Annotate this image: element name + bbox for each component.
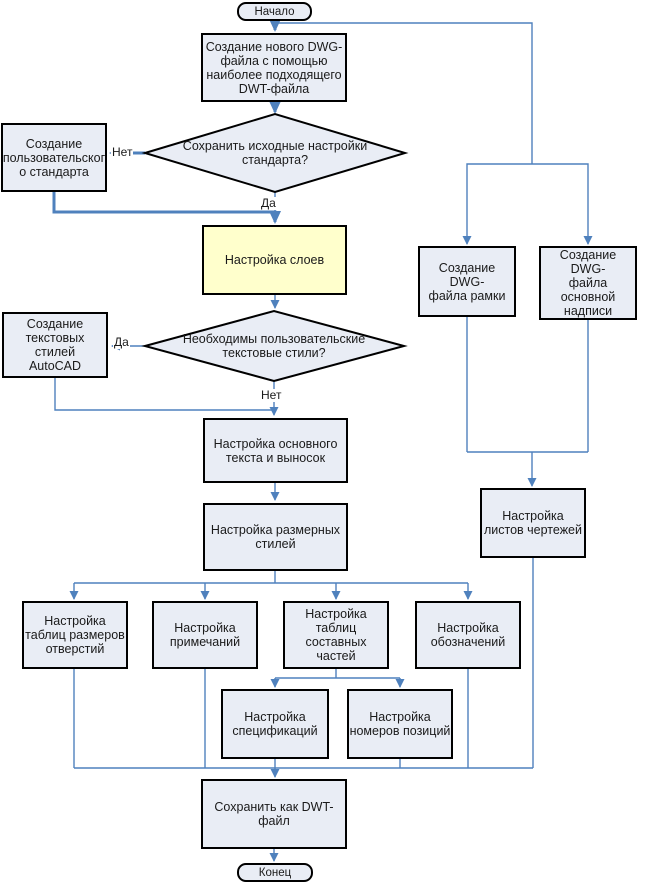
node-save-dwt: Сохранить как DWT- файл [201, 779, 347, 849]
node-specs-setup: Настройка спецификаций [221, 689, 329, 759]
edge-label-keep-settings-no: Нет [111, 145, 134, 159]
node-frame-dwg: Создание DWG- файла рамки [418, 246, 516, 317]
node-main-text-setup: Настройка основного текста и выносок [203, 418, 348, 483]
edge-label-need-text-styles-yes: Да [113, 335, 130, 349]
node-end: Конец [237, 863, 313, 882]
node-item-numbers-setup: Настройка номеров позиций [347, 689, 453, 759]
node-hole-tables-setup: Настройка таблиц размеров отверстий [22, 601, 128, 669]
node-create-dwg-file: Создание нового DWG- файла с помощью наи… [201, 33, 347, 102]
node-text-styles-autocad: Создание текстовых стилей AutoCAD [2, 312, 108, 378]
node-layer-setup: Настройка слоев [202, 225, 347, 295]
edge-label-keep-settings-yes: Да [260, 196, 277, 210]
node-dim-styles-setup: Настройка размерных стилей [203, 503, 348, 571]
node-custom-standard: Создание пользовательског о стандарта [1, 123, 107, 192]
node-parts-tables-setup: Настройка таблиц составных частей [283, 601, 389, 669]
node-title-block-dwg: Создание DWG- файла основной надписи [539, 246, 637, 320]
node-notes-setup: Настройка примечаний [152, 601, 258, 669]
node-sheets-setup: Настройка листов чертежей [480, 488, 586, 558]
edge-label-need-text-styles-no: Нет [260, 388, 283, 402]
decision-need-text-styles-shape [141, 309, 408, 383]
node-symbols-setup: Настройка обозначений [415, 601, 521, 669]
decision-keep-standard-settings-shape [141, 112, 409, 194]
node-start: Начало [237, 2, 312, 21]
